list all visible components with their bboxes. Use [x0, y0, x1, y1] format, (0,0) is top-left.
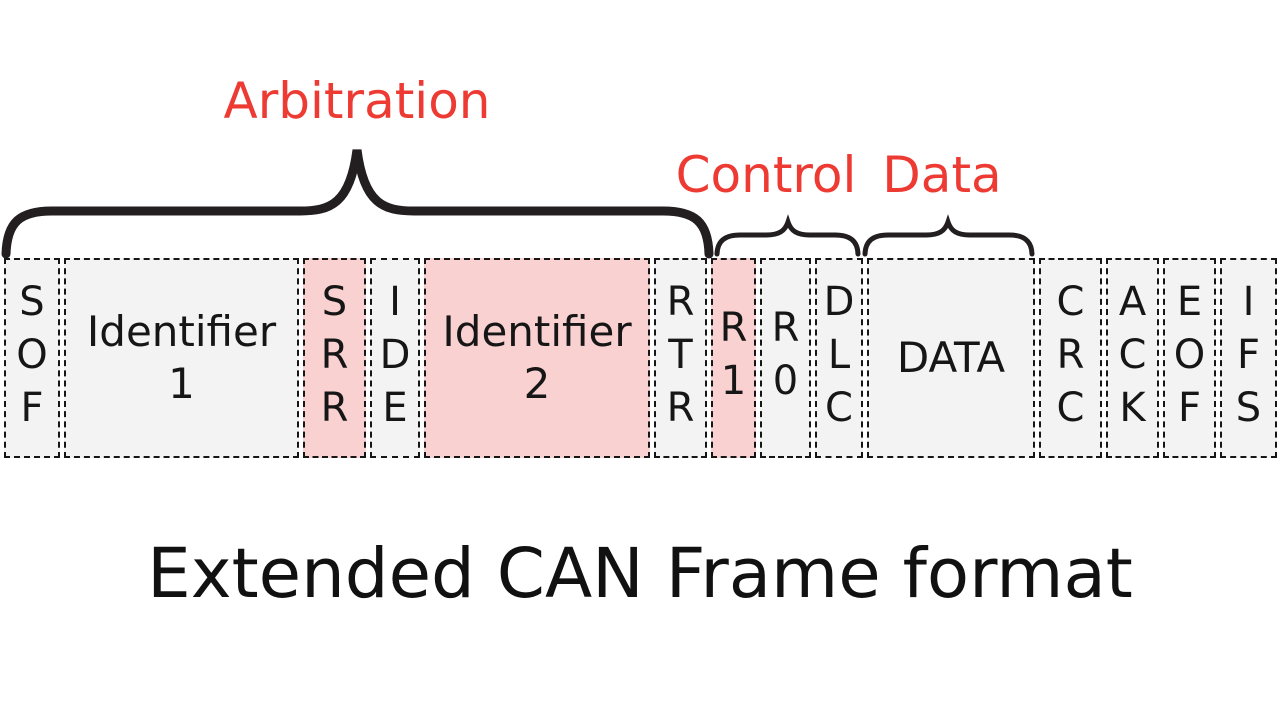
- field-ack-label: ACK: [1109, 278, 1156, 438]
- field-ack: ACK: [1106, 258, 1159, 458]
- field-dlc-label: DLC: [816, 278, 862, 438]
- field-r0: R0: [760, 258, 811, 458]
- braces-layer: [1, 149, 1035, 259]
- control-brace-icon: [714, 214, 861, 257]
- field-identifier-1: Identifier 1: [64, 258, 299, 458]
- field-ifs: IFS: [1220, 258, 1277, 458]
- field-r0-label: R0: [762, 305, 809, 411]
- field-r1: R1: [710, 258, 757, 458]
- field-eof: EOF: [1163, 258, 1216, 458]
- field-data: DATA: [867, 258, 1035, 458]
- field-crc-label: CRC: [1047, 278, 1094, 438]
- frame-field-row: SOF Identifier 1 SRR IDE Identifier 2 RT…: [4, 258, 1277, 458]
- field-srr: SRR: [303, 258, 366, 458]
- data-brace-icon: [862, 214, 1035, 257]
- field-sof: SOF: [4, 258, 60, 458]
- field-identifier-2: Identifier 2: [424, 258, 650, 458]
- diagram-title: Extended CAN Frame format: [147, 534, 1133, 614]
- field-crc: CRC: [1039, 258, 1102, 458]
- field-identifier-2-label: Identifier 2: [442, 306, 632, 409]
- field-identifier-1-label: Identifier 1: [86, 306, 277, 409]
- field-rtr: RTR: [654, 258, 707, 458]
- arbitration-section-label: Arbitration: [223, 72, 491, 130]
- arbitration-brace-icon: [1, 149, 714, 259]
- data-section-label: Data: [882, 146, 1002, 204]
- field-ide: IDE: [370, 258, 420, 458]
- field-srr-label: SRR: [311, 278, 358, 438]
- field-rtr-label: RTR: [657, 278, 704, 438]
- field-ifs-label: IFS: [1225, 278, 1272, 438]
- field-dlc: DLC: [815, 258, 863, 458]
- control-section-label: Control: [675, 146, 857, 204]
- field-r1-label: R1: [710, 305, 757, 411]
- field-ide-label: IDE: [372, 278, 418, 438]
- field-eof-label: EOF: [1166, 278, 1213, 438]
- field-data-label: DATA: [896, 332, 1006, 382]
- field-sof-label: SOF: [9, 278, 55, 438]
